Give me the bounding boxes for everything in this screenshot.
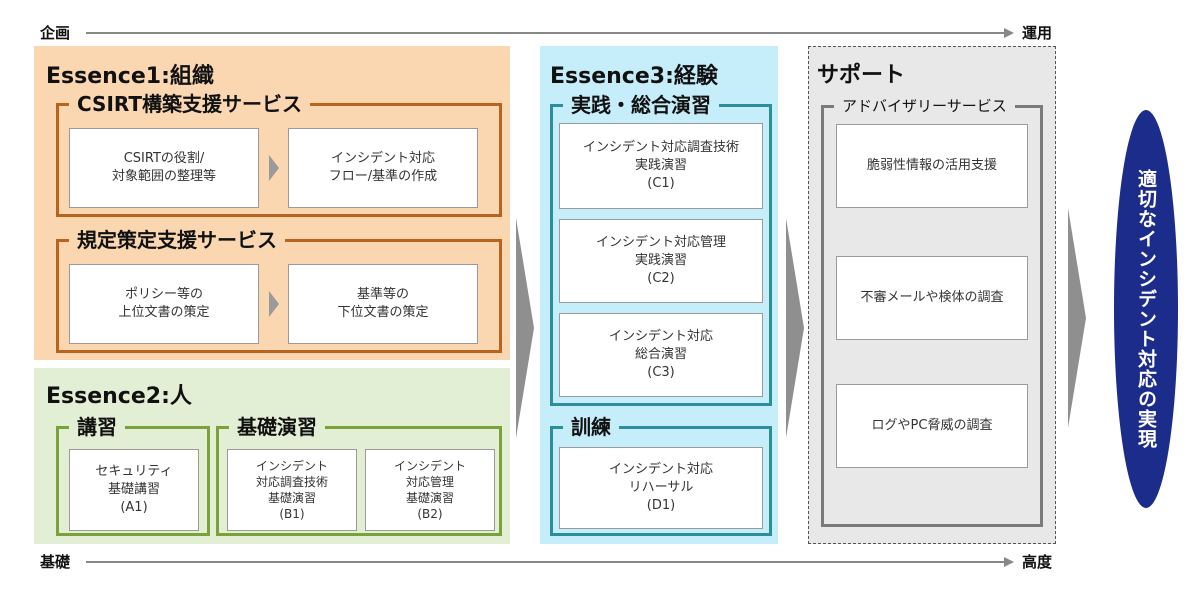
essence2-group-basic-exercise: 基礎演習 インシデント 対応調査技術 基礎演習 (B1) インシデント 対応管理… xyxy=(216,415,502,536)
flow-arrow-icon xyxy=(1068,208,1086,428)
essence1-panel: Essence1:組織 CSIRT構築支援サービス CSIRTの役割/ 対象範囲… xyxy=(34,46,510,360)
essence2-group-lecture-title: 講習 xyxy=(69,415,125,439)
chevron-right-icon xyxy=(269,291,279,317)
suspicious-mail-box: 不審メールや検体の調査 xyxy=(836,256,1028,340)
standards-box: 基準等の 下位文書の策定 xyxy=(288,264,478,344)
essence2-panel: Essence2:人 講習 セキュリティ 基礎講習 (A1) 基礎演習 インシデ… xyxy=(34,368,510,544)
csirt-role-box: CSIRTの役割/ 対象範囲の整理等 xyxy=(69,128,259,208)
axis-label-planning: 企画 xyxy=(40,24,71,42)
essence2-group-basic-exercise-title: 基礎演習 xyxy=(229,415,325,439)
essence2-group-lecture: 講習 セキュリティ 基礎講習 (A1) xyxy=(56,415,210,536)
policy-box: ポリシー等の 上位文書の策定 xyxy=(69,264,259,344)
essence1-group-rules-title: 規定策定支援サービス xyxy=(69,228,285,252)
axis-arrow-top-icon xyxy=(1004,28,1014,38)
essence2-title: Essence2:人 xyxy=(46,384,192,409)
c3-box: インシデント対応 総合演習 (C3) xyxy=(559,313,763,397)
support-panel: サポート アドバイザリーサービス 脆弱性情報の活用支援 不審メールや検体の調査 … xyxy=(808,46,1056,544)
log-pc-threat-box: ログやPC脅威の調査 xyxy=(836,384,1028,468)
axis-label-advanced: 高度 xyxy=(1022,553,1053,571)
essence1-title: Essence1:組織 xyxy=(46,64,214,89)
essence1-group-csirt: CSIRT構築支援サービス CSIRTの役割/ 対象範囲の整理等 インシデント対… xyxy=(56,92,502,217)
axis-line-top xyxy=(86,32,1006,34)
axis-label-operation: 運用 xyxy=(1022,24,1053,42)
axis-arrow-bottom-icon xyxy=(1004,557,1014,567)
essence3-group-drill: 訓練 インシデント対応 リハーサル (D1) xyxy=(550,415,772,536)
axis-label-basic: 基礎 xyxy=(40,553,71,571)
c2-box: インシデント対応管理 実践演習 (C2) xyxy=(559,219,763,303)
goal-oval: 適切なインシデント対応の実現 xyxy=(1114,110,1178,508)
incident-flow-box: インシデント対応 フロー/基準の作成 xyxy=(288,128,478,208)
essence3-panel: Essence3:経験 実践・総合演習 インシデント対応調査技術 実践演習 (C… xyxy=(540,46,778,544)
axis-line-bottom xyxy=(86,561,1006,563)
b2-box: インシデント 対応管理 基礎演習 (B2) xyxy=(365,449,495,531)
support-group-advisory: アドバイザリーサービス 脆弱性情報の活用支援 不審メールや検体の調査 ログやPC… xyxy=(821,94,1043,527)
vuln-info-box: 脆弱性情報の活用支援 xyxy=(836,124,1028,208)
support-title: サポート xyxy=(817,63,906,88)
d1-box: インシデント対応 リハーサル (D1) xyxy=(559,447,763,529)
essence3-group-practice: 実践・総合演習 インシデント対応調査技術 実践演習 (C1) インシデント対応管… xyxy=(550,93,772,406)
c1-box: インシデント対応調査技術 実践演習 (C1) xyxy=(559,123,763,209)
support-group-advisory-title: アドバイザリーサービス xyxy=(834,94,1015,118)
essence3-group-drill-title: 訓練 xyxy=(563,415,619,439)
essence3-group-practice-title: 実践・総合演習 xyxy=(563,93,719,117)
chevron-right-icon xyxy=(269,155,279,181)
security-lecture-box: セキュリティ 基礎講習 (A1) xyxy=(69,449,199,531)
goal-text: 適切なインシデント対応の実現 xyxy=(1135,169,1157,449)
essence1-group-csirt-title: CSIRT構築支援サービス xyxy=(69,92,311,116)
essence1-group-rules: 規定策定支援サービス ポリシー等の 上位文書の策定 基準等の 下位文書の策定 xyxy=(56,228,502,353)
flow-arrow-icon xyxy=(786,218,804,438)
b1-box: インシデント 対応調査技術 基礎演習 (B1) xyxy=(227,449,357,531)
flow-arrow-icon xyxy=(516,218,534,438)
essence3-title: Essence3:経験 xyxy=(550,64,718,89)
